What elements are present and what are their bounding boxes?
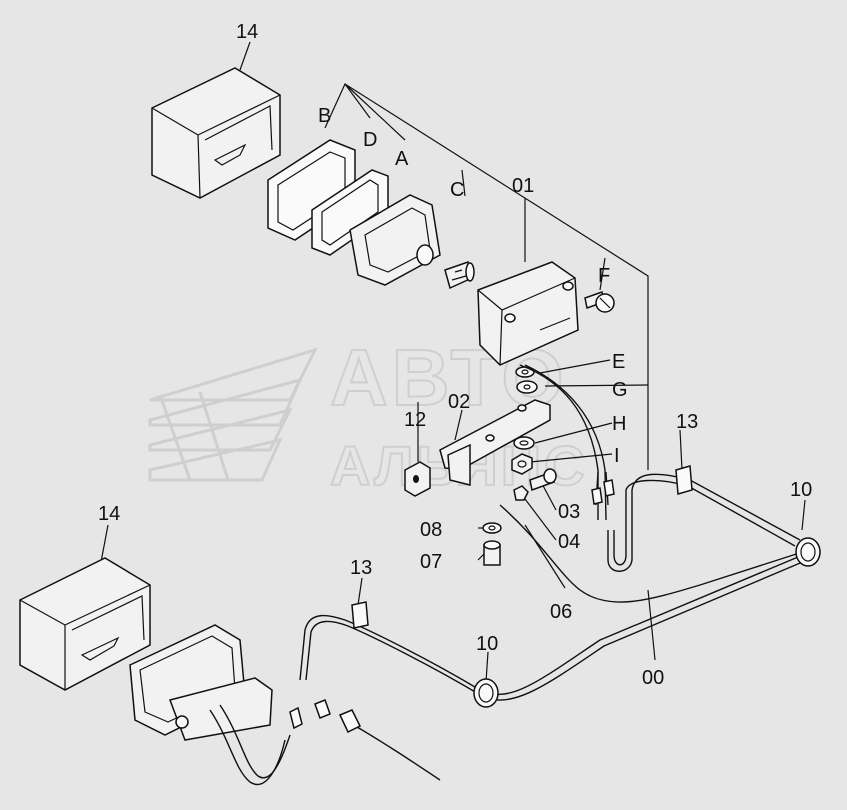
wiring-harness bbox=[299, 364, 816, 781]
nut-part bbox=[513, 485, 529, 501]
callout-08: 08 bbox=[420, 519, 442, 541]
callout-04: 04 bbox=[558, 531, 580, 553]
callout-d: D bbox=[363, 129, 377, 151]
callout-h: H bbox=[612, 413, 626, 435]
bottom-lamp-part bbox=[129, 624, 362, 785]
watermark-wings-icon bbox=[148, 347, 318, 482]
callout-14-bottom: 14 bbox=[98, 503, 120, 525]
callout-06: 06 bbox=[550, 601, 572, 623]
bulb-c-part bbox=[444, 261, 475, 290]
callout-02: 02 bbox=[448, 391, 470, 413]
washer-h-part bbox=[513, 436, 535, 450]
callout-g: G bbox=[612, 379, 628, 401]
leader-lines bbox=[97, 41, 806, 683]
lens-a-part bbox=[349, 194, 441, 286]
callout-10-bottom: 10 bbox=[476, 633, 498, 655]
tag-right-part bbox=[675, 465, 693, 495]
washer-08-part bbox=[482, 522, 502, 534]
callout-13-bottom: 13 bbox=[350, 557, 372, 579]
clamp-bottom-part bbox=[473, 678, 499, 708]
bottom-cover-part bbox=[19, 557, 151, 691]
callout-03: 03 bbox=[558, 501, 580, 523]
callout-i: I bbox=[614, 445, 620, 467]
callout-07: 07 bbox=[420, 551, 442, 573]
tag-bottom-part bbox=[351, 601, 369, 629]
callout-00: 00 bbox=[642, 667, 664, 689]
callout-f: F bbox=[598, 265, 610, 287]
nut-i-part bbox=[511, 453, 533, 475]
washer-g-part bbox=[516, 380, 538, 394]
clamp-right-part bbox=[795, 537, 821, 567]
lamp-housing-part bbox=[477, 261, 579, 366]
callout-13-right: 13 bbox=[676, 411, 698, 433]
screw-f-part bbox=[584, 291, 615, 313]
callout-12: 12 bbox=[404, 409, 426, 431]
rubber-block-part bbox=[404, 461, 431, 497]
callout-10-right: 10 bbox=[790, 479, 812, 501]
callout-a: A bbox=[395, 148, 409, 170]
top-cover-part bbox=[151, 67, 281, 199]
callout-e: E bbox=[612, 351, 625, 373]
callout-b: B bbox=[318, 105, 331, 127]
bracket-part bbox=[439, 399, 551, 486]
callout-c: C bbox=[450, 179, 464, 201]
callout-14-top: 14 bbox=[236, 21, 258, 43]
bolt-07-part bbox=[483, 540, 501, 566]
callout-01: 01 bbox=[512, 175, 534, 197]
callout-labels: 14 B D A C 01 F E G H I 02 12 13 10 03 0… bbox=[98, 21, 812, 689]
bolt-part bbox=[529, 468, 557, 492]
